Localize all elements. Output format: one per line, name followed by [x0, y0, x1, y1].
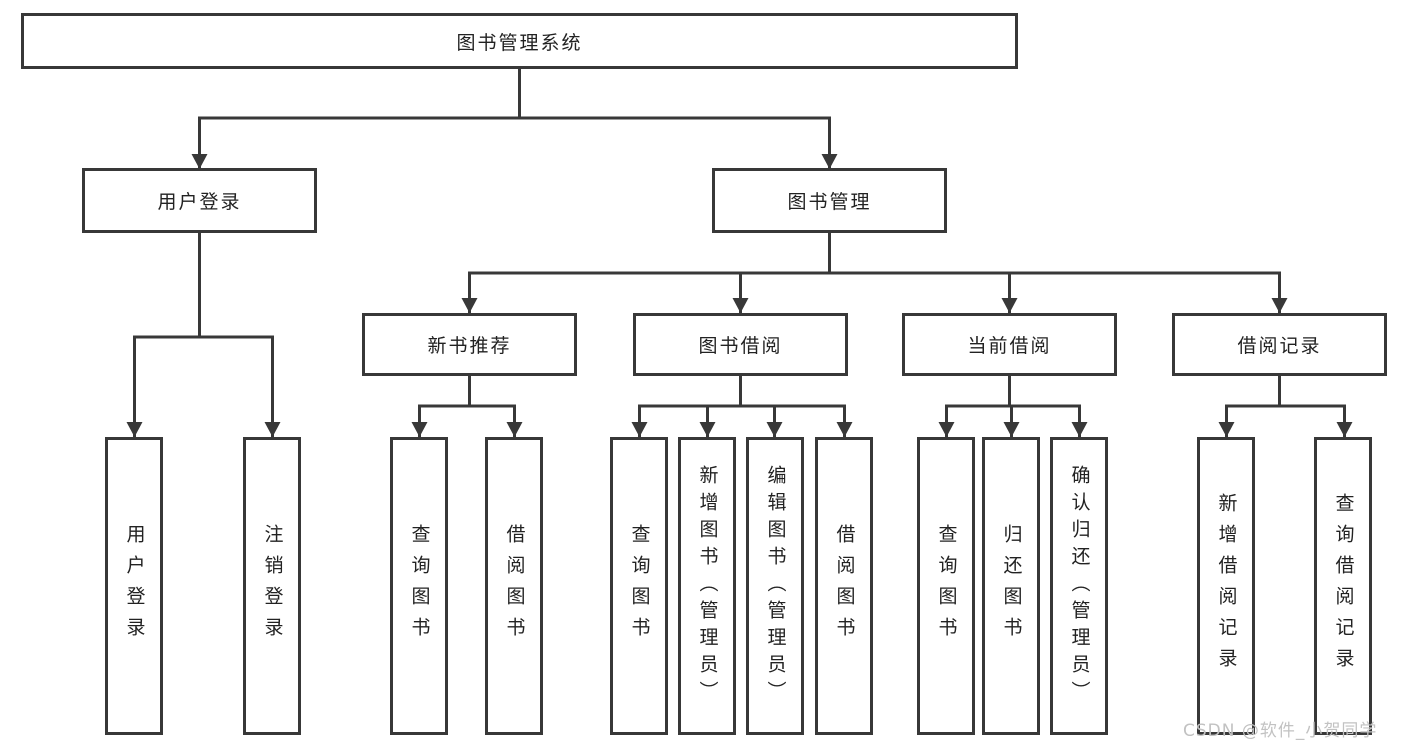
leaf-return-books: 归还图书 — [982, 437, 1040, 735]
leaf-confirm-return-admin: 确认归还（管理员） — [1050, 437, 1108, 735]
leaf-borrow-books-recommend: 借阅图书 — [485, 437, 543, 735]
leaf-query-books-current: 查询图书 — [917, 437, 975, 735]
leaf-query-borrow-record: 查询借阅记录 — [1314, 437, 1372, 735]
leaf-borrow-books: 借阅图书 — [815, 437, 873, 735]
node-user-login: 用户登录 — [82, 168, 317, 233]
tree-edges — [126, 69, 1353, 437]
node-book-borrowing: 图书借阅 — [633, 313, 848, 376]
leaf-query-books-borrowing: 查询图书 — [610, 437, 668, 735]
csdn-watermark: CSDN @软件_小贺同学 — [1183, 721, 1378, 741]
node-borrowing-records: 借阅记录 — [1172, 313, 1387, 376]
leaf-add-books-admin: 新增图书（管理员） — [678, 437, 736, 735]
node-book-management: 图书管理 — [712, 168, 947, 233]
leaf-logout: 注销登录 — [243, 437, 301, 735]
node-new-book-recommend: 新书推荐 — [362, 313, 577, 376]
node-root-library-system: 图书管理系统 — [21, 13, 1018, 69]
leaf-user-login: 用户登录 — [105, 437, 163, 735]
leaf-query-books-recommend: 查询图书 — [390, 437, 448, 735]
node-current-borrowing: 当前借阅 — [902, 313, 1117, 376]
leaf-edit-books-admin: 编辑图书（管理员） — [746, 437, 804, 735]
leaf-add-borrow-record: 新增借阅记录 — [1197, 437, 1255, 735]
